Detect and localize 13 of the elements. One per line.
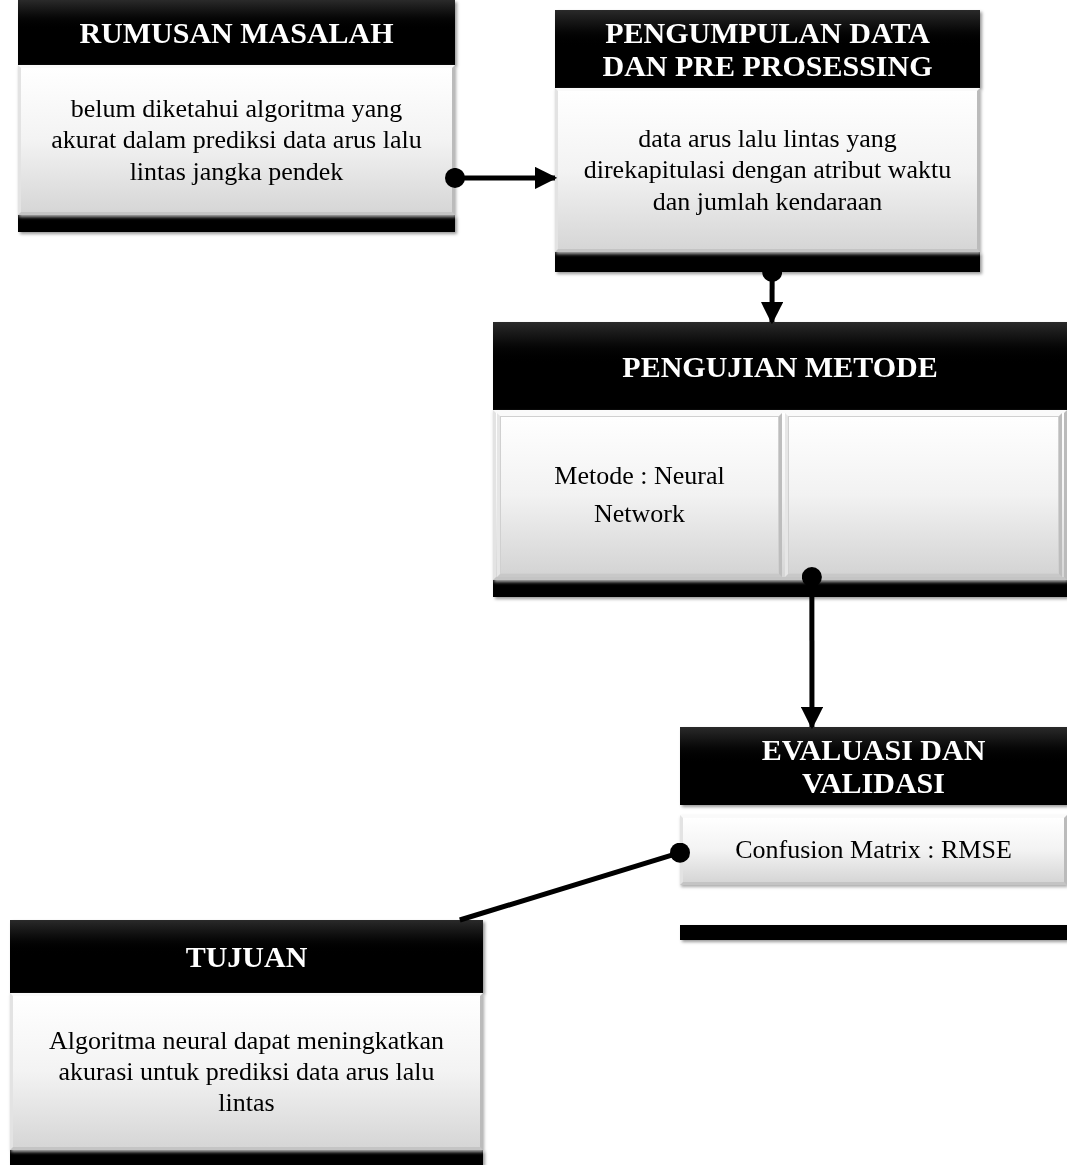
arrow [800, 567, 824, 730]
heading-bar: PENGUMPULAN DATA DAN PRE PROSESSING [555, 10, 980, 88]
empty-box [785, 413, 1062, 577]
body-text: Confusion Matrix : RMSE [735, 834, 1012, 866]
heading-bar: PENGUJIAN METODE [493, 322, 1067, 410]
heading-bar: RUMUSAN MASALAH [18, 0, 455, 65]
arrow [445, 166, 558, 190]
body-text: belum diketahui algoritma yang akurat dalam prediksi data arus lalu lintas jangka pendek [50, 93, 423, 187]
body-text: data arus lalu lintas yang direkapitulasi dengan atribut waktu dan jumlah kendaraan [582, 123, 953, 217]
heading-bar: EVALUASI DAN VALIDASI [680, 727, 1067, 805]
method-box: Metode : Neural Network [497, 413, 782, 577]
body-text: Algoritma neural dapat meningkatkan akurasi untuk prediksi data arus lalu lintas [48, 1024, 445, 1119]
heading-bar: TUJUAN [10, 920, 483, 993]
